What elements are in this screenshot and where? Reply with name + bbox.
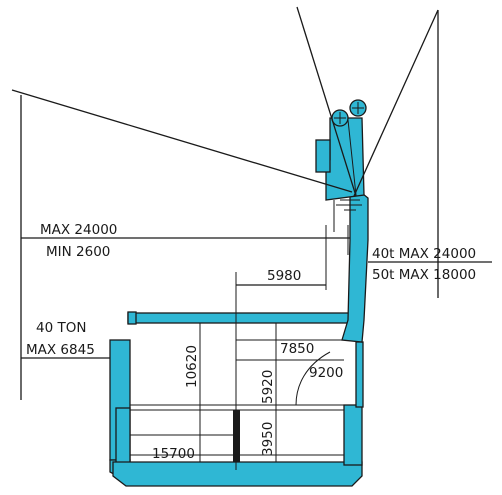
starboard-upper-strip — [355, 341, 364, 408]
dimension-5920: 5920 — [260, 370, 276, 404]
boom-line-diagonal — [11, 89, 353, 193]
labels: MAX 24000 MIN 2600 40t MAX 24000 50t MAX… — [26, 222, 476, 462]
dimension-10620: 10620 — [184, 345, 200, 388]
support-column — [233, 410, 240, 462]
hook-load-max: MAX 6845 — [26, 342, 95, 358]
dimension-9200: 9200 — [309, 365, 343, 381]
boom-inner-line — [347, 119, 357, 196]
dimension-lines — [20, 10, 492, 470]
boom-max-height: MAX 24000 — [40, 222, 117, 238]
hook-load-tonnage: 40 TON — [36, 320, 86, 336]
port-lower-wall — [115, 407, 131, 469]
deck-edge-left — [127, 311, 137, 325]
starboard-lower-wall — [343, 404, 363, 466]
boom-line-right — [353, 9, 439, 197]
bottom-plate — [112, 461, 363, 487]
crane-tower — [327, 189, 369, 343]
boom-min-height: MIN 2600 — [46, 244, 110, 260]
crane-cab — [315, 139, 331, 173]
boom-line-left — [296, 6, 357, 197]
vessel-hull — [109, 311, 364, 487]
dimension-3950: 3950 — [260, 422, 276, 456]
dimension-7850: 7850 — [280, 341, 314, 357]
dimension-5980: 5980 — [267, 268, 301, 284]
capacity-50t: 50t MAX 18000 — [372, 267, 476, 283]
main-deck — [127, 312, 363, 324]
capacity-40t: 40t MAX 24000 — [372, 246, 476, 262]
crane — [11, 6, 439, 343]
dimension-15700: 15700 — [152, 446, 195, 462]
